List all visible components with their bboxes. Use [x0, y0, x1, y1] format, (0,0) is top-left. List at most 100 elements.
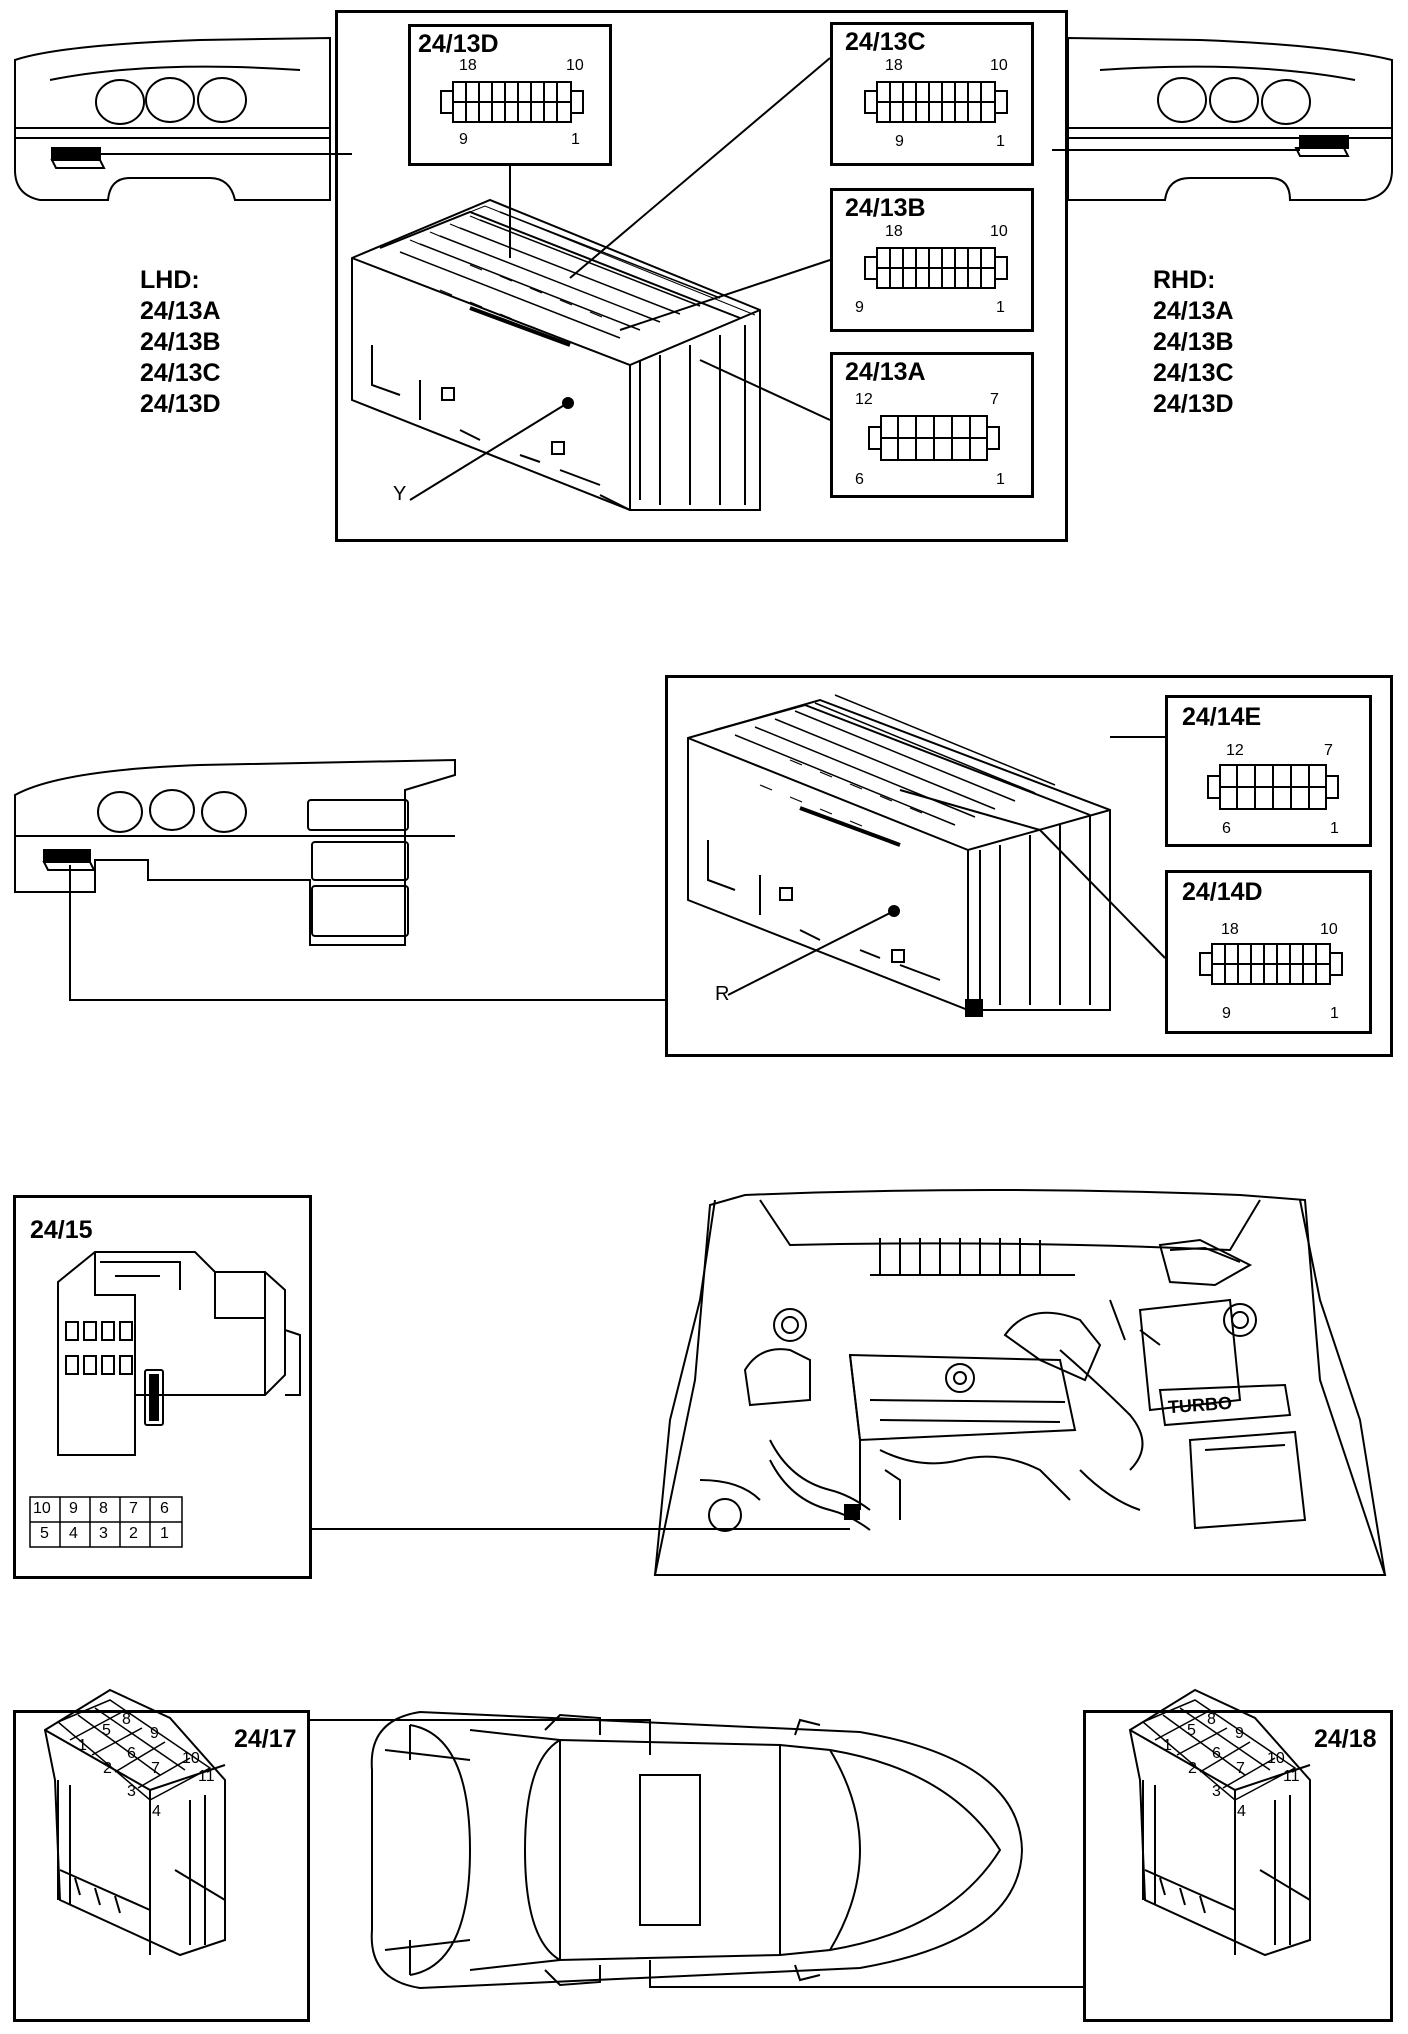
- connector-id: 24/13B: [845, 194, 926, 222]
- connector-24-14d-box: 24/14D 18 10 9 1: [1165, 870, 1372, 1034]
- pin-number: 7: [1236, 1760, 1245, 1777]
- pin-number: 10: [1267, 1750, 1285, 1767]
- pin-label-top-left: 12: [1226, 742, 1244, 759]
- pin-number: 2: [1188, 1760, 1197, 1777]
- connector-24-15-box: 24/15: [13, 1195, 312, 1579]
- pin-label-top-left: 18: [885, 223, 903, 240]
- pin-number: 4: [1237, 1803, 1246, 1820]
- pin-label-top-right: 7: [990, 391, 999, 408]
- pin-label-top-left: 18: [885, 57, 903, 74]
- pin-label-bottom-right: 1: [996, 299, 1005, 316]
- pin-label-bottom-left: 6: [1222, 820, 1231, 837]
- pin-number: 5: [102, 1722, 111, 1739]
- pin-number: 5: [40, 1525, 49, 1542]
- lhd-title: LHD:: [140, 266, 200, 294]
- connector-24-18-box: 24/18: [1083, 1710, 1393, 2022]
- connector-id: 24/17: [234, 1725, 297, 1753]
- pin-label-top-left: 12: [855, 391, 873, 408]
- connector-pin-block: [1199, 943, 1343, 985]
- connector-id: 24/14D: [1182, 878, 1263, 906]
- pin-grid-24-15: [29, 1496, 183, 1548]
- pin-number: 9: [1235, 1725, 1244, 1742]
- pin-label-bottom-left: 9: [1222, 1005, 1231, 1022]
- rhd-item: 24/13A: [1153, 297, 1234, 325]
- callout-r: R: [715, 983, 730, 1005]
- pin-label-top-right: 10: [1320, 921, 1338, 938]
- pin-label-bottom-right: 1: [996, 471, 1005, 488]
- pin-label-top-right: 10: [990, 57, 1008, 74]
- pin-number: 11: [1283, 1768, 1300, 1785]
- connector-24-15-illustration: [57, 1251, 301, 1456]
- connector-24-13a-box: 24/13A 12 7 6 1: [830, 352, 1034, 498]
- pin-number: 7: [129, 1500, 138, 1517]
- lhd-item: 24/13C: [140, 359, 221, 387]
- car-top-view-illustration: [370, 1710, 1024, 1990]
- callout-y: Y: [393, 483, 407, 505]
- pin-number: 10: [182, 1750, 200, 1767]
- pin-number: 4: [69, 1525, 78, 1542]
- connector-24-13d-box: 24/13D 18 10 9 1: [408, 24, 612, 166]
- pin-number: 3: [1212, 1783, 1221, 1800]
- pin-number: 3: [127, 1783, 136, 1800]
- pin-label-top-right: 10: [566, 57, 584, 74]
- pin-number: 1: [78, 1737, 87, 1754]
- pin-number: 6: [127, 1745, 136, 1762]
- pin-label-top-right: 7: [1324, 742, 1333, 759]
- pin-number: 11: [198, 1768, 215, 1785]
- lhd-item: 24/13D: [140, 390, 221, 418]
- connector-24-14e-box: 24/14E 12 7 6 1: [1165, 695, 1372, 847]
- dashboard-2-illustration: [14, 758, 456, 946]
- fusebox-r-illustration: [687, 694, 1111, 1017]
- rhd-dashboard-illustration: [1067, 36, 1393, 201]
- engine-bay-illustration: [653, 1189, 1387, 1576]
- lhd-list: LHD: 24/13A 24/13B 24/13C 24/13D: [140, 265, 221, 420]
- lhd-item: 24/13A: [140, 297, 221, 325]
- pin-number: 1: [160, 1525, 169, 1542]
- connector-pin-block: [868, 415, 1000, 461]
- rhd-item: 24/13B: [1153, 328, 1234, 356]
- pin-label-top-left: 18: [459, 57, 477, 74]
- connector-id: 24/15: [30, 1216, 93, 1244]
- connector-pin-block: [864, 247, 1008, 289]
- section2-leader-lines: [69, 736, 1166, 1001]
- rhd-title: RHD:: [1153, 266, 1216, 294]
- connector-id: 24/14E: [1182, 703, 1262, 731]
- pin-label-top-right: 10: [990, 223, 1008, 240]
- pin-number: 8: [1207, 1711, 1216, 1728]
- connector-id: 24/13C: [845, 28, 926, 56]
- pin-number: 8: [122, 1711, 131, 1728]
- fusebox-r-panel: [665, 675, 1393, 1057]
- lhd-dashboard-illustration: [14, 36, 331, 201]
- connector-pin-block: [864, 81, 1008, 123]
- connector-pin-block: [440, 81, 584, 123]
- pin-label-bottom-left: 9: [855, 299, 864, 316]
- rhd-item: 24/13C: [1153, 359, 1234, 387]
- section4-leader-lines: [310, 1719, 1083, 1988]
- pin-number: 5: [1187, 1722, 1196, 1739]
- pin-number: 6: [1212, 1745, 1221, 1762]
- pin-label-bottom-right: 1: [1330, 820, 1339, 837]
- pin-number: 6: [160, 1500, 169, 1517]
- pin-label-bottom-right: 1: [996, 133, 1005, 150]
- connector-24-13c-box: 24/13C 18 10 9 1: [830, 22, 1034, 166]
- connector-id: 24/13A: [845, 358, 926, 386]
- rhd-item: 24/13D: [1153, 390, 1234, 418]
- connector-24-13b-box: 24/13B 18 10 9 1: [830, 188, 1034, 332]
- pin-number: 10: [33, 1500, 51, 1517]
- connector-24-17-box: 24/17: [13, 1710, 310, 2022]
- pin-label-bottom-right: 1: [1330, 1005, 1339, 1022]
- lhd-item: 24/13B: [140, 328, 221, 356]
- pin-number: 1: [1163, 1737, 1172, 1754]
- pin-number: 9: [150, 1725, 159, 1742]
- pin-label-bottom-left: 9: [895, 133, 904, 150]
- pin-label-bottom-left: 6: [855, 471, 864, 488]
- pin-label-bottom-right: 1: [571, 131, 580, 148]
- fusebox-y-panel: [335, 10, 1068, 542]
- pin-number: 4: [152, 1803, 161, 1820]
- pin-number: 8: [99, 1500, 108, 1517]
- connector-pin-block: [1207, 764, 1339, 810]
- fusebox-y-illustration: [351, 198, 761, 511]
- pin-number: 7: [151, 1760, 160, 1777]
- pin-number: 3: [99, 1525, 108, 1542]
